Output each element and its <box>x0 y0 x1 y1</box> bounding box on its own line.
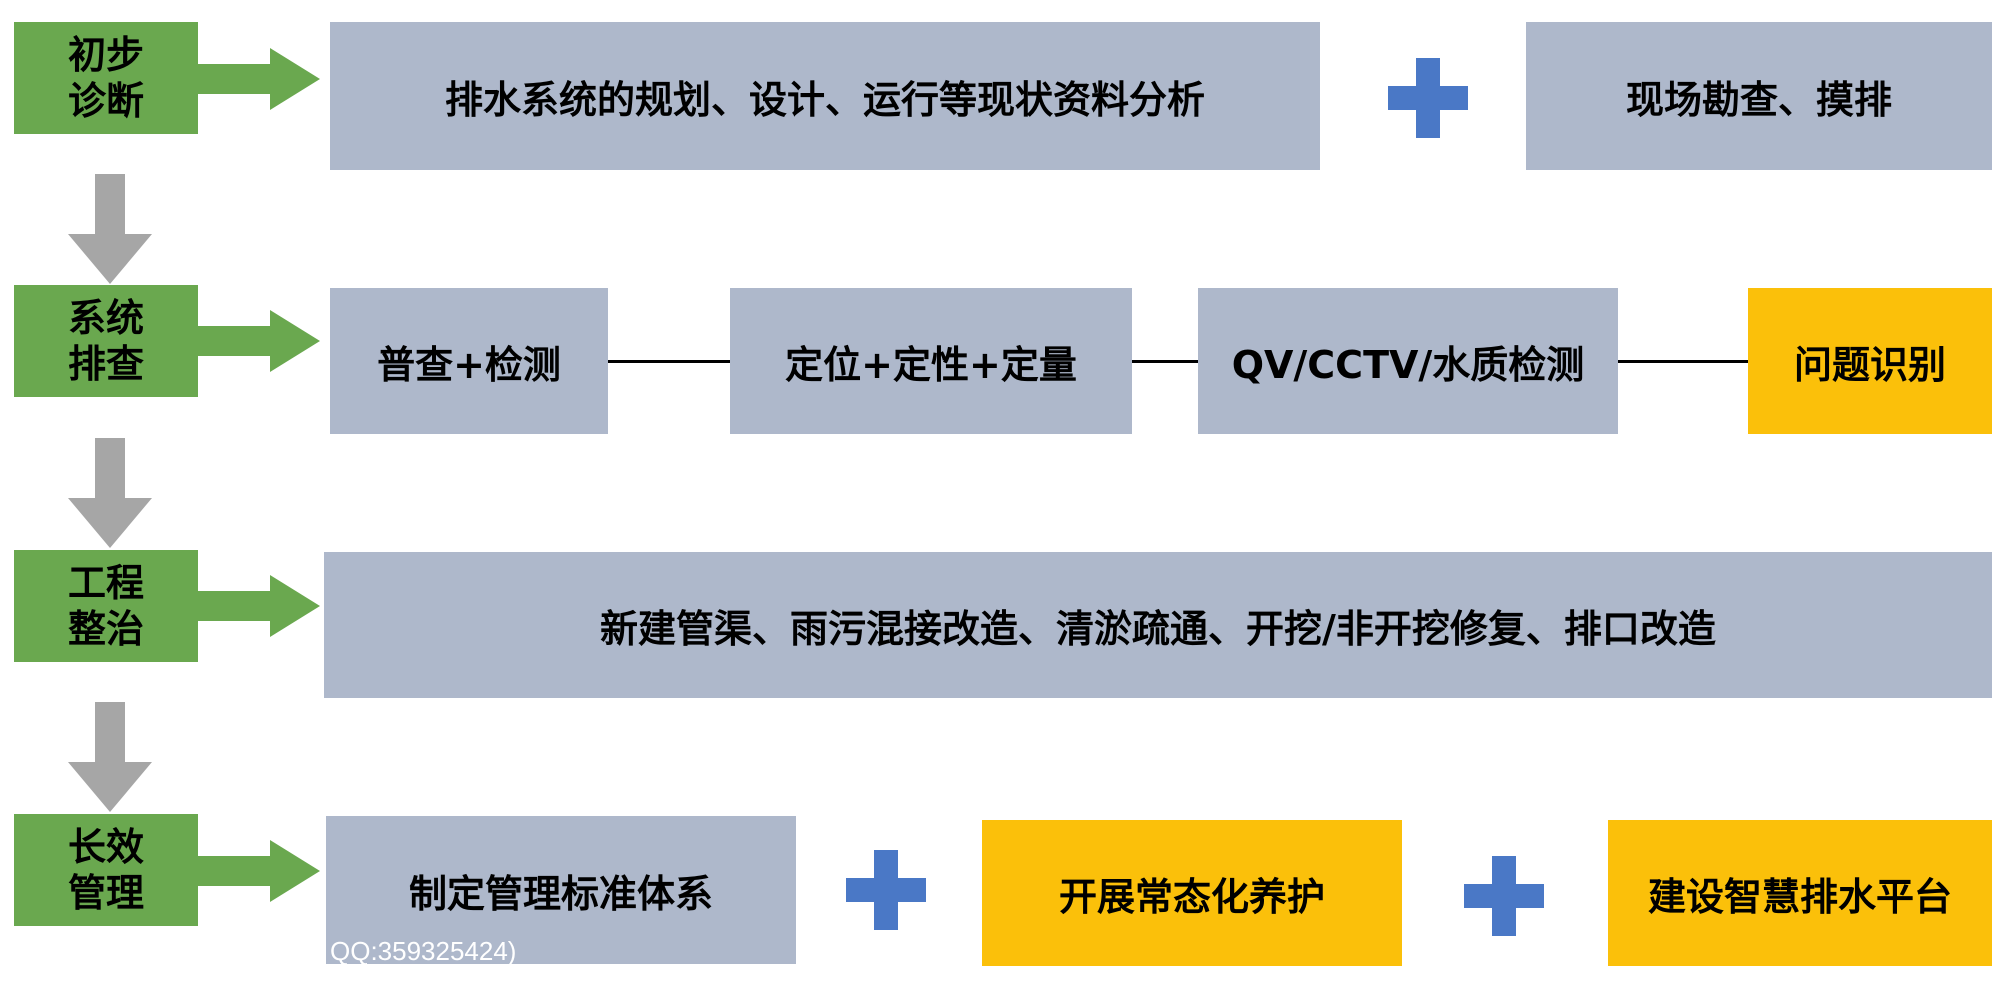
right-arrow-icon <box>198 575 320 637</box>
down-arrow-icon <box>68 702 152 812</box>
plus-icon <box>1388 58 1468 138</box>
connector-line <box>1132 360 1198 363</box>
stage-long-term-management: 长效 管理 <box>14 814 198 926</box>
box-locate-qualify-quantify: 定位+定性+定量 <box>730 288 1132 434</box>
right-arrow-icon <box>198 48 320 110</box>
box-smart-drainage-platform: 建设智慧排水平台 <box>1608 820 1992 966</box>
box-remediation-works: 新建管渠、雨污混接改造、清淤疏通、开挖/非开挖修复、排口改造 <box>324 552 1992 698</box>
box-routine-maintenance: 开展常态化养护 <box>982 820 1402 966</box>
connector-line <box>608 360 730 363</box>
box-site-survey: 现场勘查、摸排 <box>1526 22 1992 170</box>
right-arrow-icon <box>198 310 320 372</box>
down-arrow-icon <box>68 438 152 548</box>
stage-system-investigation: 系统 排查 <box>14 285 198 397</box>
down-arrow-icon <box>68 174 152 284</box>
watermark-text: QQ:359325424) <box>330 936 517 966</box>
box-management-standards: 制定管理标准体系 <box>326 816 796 964</box>
box-inspection-methods: QV/CCTV/水质检测 <box>1198 288 1618 434</box>
stage-initial-diagnosis: 初步 诊断 <box>14 22 198 134</box>
right-arrow-icon <box>198 840 320 902</box>
box-data-analysis: 排水系统的规划、设计、运行等现状资料分析 <box>330 22 1320 170</box>
box-problem-identification: 问题识别 <box>1748 288 1992 434</box>
plus-icon <box>1464 856 1544 936</box>
connector-line <box>1618 360 1748 363</box>
box-census-detection: 普查+检测 <box>330 288 608 434</box>
plus-icon <box>846 850 926 930</box>
stage-engineering-remediation: 工程 整治 <box>14 550 198 662</box>
